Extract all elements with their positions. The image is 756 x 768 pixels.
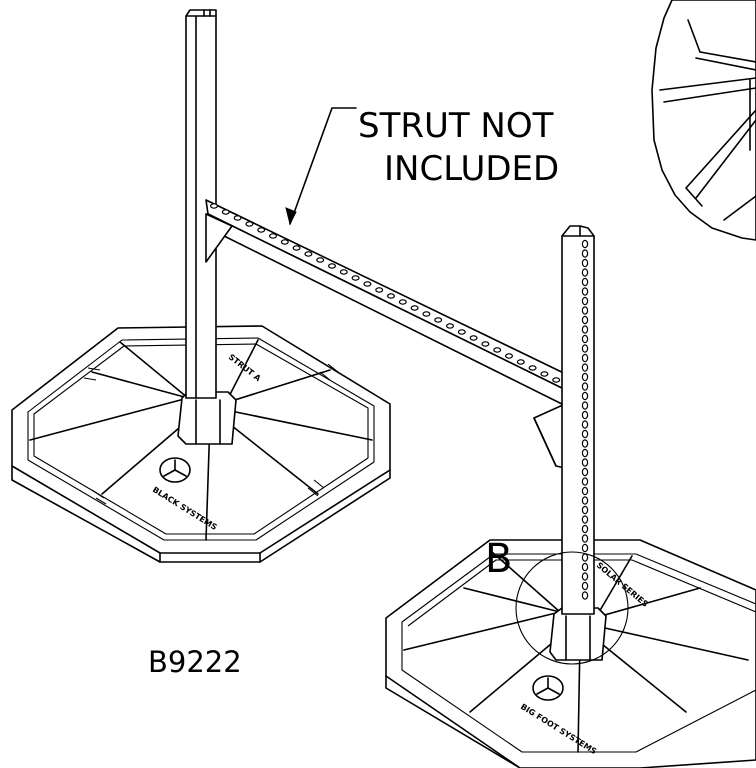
upright-hole — [581, 258, 589, 268]
strut-hole — [304, 251, 313, 257]
strut-hole — [398, 299, 407, 305]
strut-hole — [387, 293, 396, 299]
upright-hole — [581, 458, 589, 467]
strut-hole — [528, 365, 537, 371]
strut-hole — [375, 287, 384, 293]
upright-hole — [581, 391, 589, 401]
strut-hole — [257, 227, 266, 233]
strut-hole — [422, 311, 431, 317]
strut-hole — [410, 305, 419, 311]
strut-hole — [328, 263, 337, 269]
upright-hole — [581, 429, 589, 439]
strut-hole — [210, 203, 219, 209]
upright-hole — [581, 486, 589, 496]
upright-hole — [581, 410, 589, 420]
strut-hole — [351, 275, 360, 281]
upright-hole — [581, 534, 589, 543]
upright-hole — [581, 239, 589, 249]
upright-hole — [581, 505, 589, 515]
strut-hole — [233, 215, 242, 221]
strut-hole — [516, 359, 525, 365]
right-base: BIG FOOT SYSTEMS SOLAR SERIES — [385, 539, 756, 768]
upright-holes — [581, 239, 589, 600]
upright-hole — [581, 249, 589, 258]
upright-hole — [581, 439, 589, 448]
upright-hole — [581, 572, 589, 581]
strut-hole — [493, 347, 502, 353]
detail-letter: B — [485, 536, 512, 582]
upright-hole — [581, 353, 589, 363]
upright-hole — [581, 581, 589, 591]
detail-b-enlargement — [651, 0, 756, 241]
upright-hole — [581, 401, 589, 410]
upright-hole — [581, 363, 589, 372]
strut-hole — [469, 335, 478, 341]
callout-line-2: INCLUDED — [384, 149, 559, 189]
strut-hole — [481, 341, 490, 347]
upright-hole — [581, 515, 589, 524]
upright-hole — [581, 287, 589, 296]
strut-hole — [269, 233, 278, 239]
upright-hole — [581, 306, 589, 315]
detail-b-circle — [515, 551, 629, 665]
strut-hole — [434, 317, 443, 323]
strut-hole — [552, 377, 561, 383]
strut-hole — [316, 257, 325, 263]
strut-hole — [221, 209, 230, 215]
upright-hole — [581, 591, 589, 600]
upright-hole — [581, 420, 589, 429]
upright-hole — [581, 372, 589, 382]
upright-hole — [581, 524, 589, 534]
upright-hole — [581, 543, 589, 553]
left-base: BLACK SYSTEMS STRUT A — [11, 325, 391, 563]
strut-hole — [363, 281, 372, 287]
upright-hole — [581, 296, 589, 306]
strut-hole — [292, 245, 301, 251]
upright-hole — [581, 334, 589, 344]
callout-arrowhead — [285, 207, 297, 226]
upright-hole — [581, 382, 589, 391]
strut-hole — [457, 329, 466, 335]
upright-hole — [581, 268, 589, 277]
part-number: B9222 — [148, 645, 242, 679]
strut-hole — [280, 239, 289, 245]
strut-hole — [339, 269, 348, 275]
upright-hole — [581, 467, 589, 477]
callout-line-1: STRUT NOT — [358, 106, 554, 146]
left-upright — [185, 9, 217, 399]
upright-hole — [581, 477, 589, 486]
upright-hole — [581, 277, 589, 287]
upright-hole — [581, 496, 589, 505]
strut-hole — [540, 371, 549, 377]
upright-hole — [581, 325, 589, 334]
upright-hole — [581, 553, 589, 562]
upright-hole — [581, 315, 589, 325]
upright-hole — [581, 448, 589, 458]
strut-holes — [210, 203, 572, 389]
strut-hole — [245, 221, 254, 227]
strut-hole — [505, 353, 514, 359]
callout-leader — [289, 107, 357, 225]
upright-hole — [581, 562, 589, 572]
right-upright — [561, 225, 595, 615]
strut-hole — [446, 323, 455, 329]
upright-hole — [581, 344, 589, 353]
